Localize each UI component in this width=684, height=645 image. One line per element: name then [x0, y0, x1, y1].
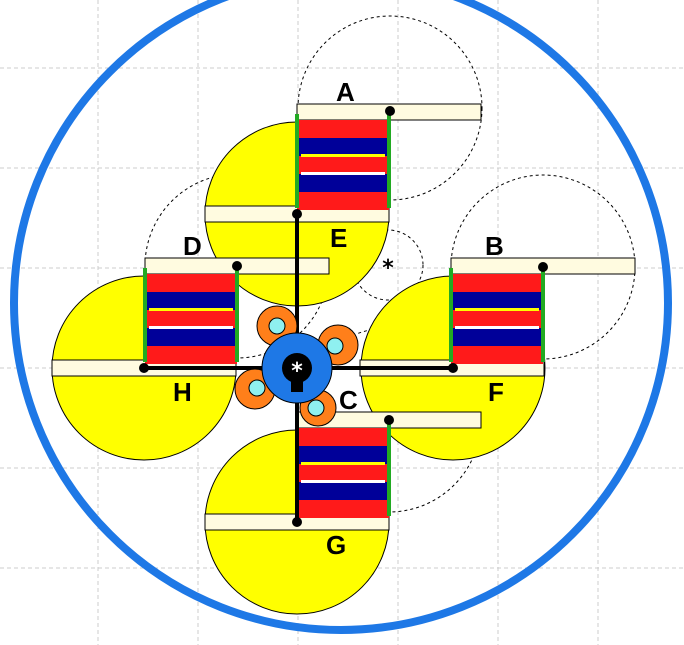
- block-stack-a: [295, 114, 391, 210]
- block-b-separator-2: [455, 326, 539, 329]
- block-b-stripe-2: [451, 292, 543, 310]
- block-d-stripe-4: [145, 328, 237, 346]
- block-b-left-rail: [449, 268, 453, 362]
- roller-upper-left-core: [268, 317, 286, 335]
- pivot-dot-g: [292, 517, 302, 527]
- block-c-stripe-5: [297, 500, 389, 518]
- block-b-right-rail: [541, 268, 545, 362]
- pivot-dot-a: [385, 106, 395, 116]
- block-a-right-rail: [387, 114, 391, 208]
- label-e: E: [330, 223, 347, 253]
- block-d-stripe-2: [145, 292, 237, 310]
- label-b: B: [485, 231, 504, 261]
- pivot-dot-c: [384, 415, 394, 425]
- block-a-left-rail: [295, 114, 299, 208]
- pivot-dot-b: [538, 262, 548, 272]
- block-a-stripe-3: [297, 156, 389, 174]
- block-b-stripe-5: [451, 346, 543, 364]
- label-c: C: [339, 385, 358, 415]
- block-c-stripe-4: [297, 482, 389, 500]
- block-d-left-rail: [143, 268, 147, 362]
- block-a-separator: [301, 154, 385, 157]
- block-stack-c: [295, 422, 391, 518]
- striped-blocks: [143, 114, 545, 518]
- block-a-stripe-5: [297, 192, 389, 210]
- label-g: G: [326, 530, 346, 560]
- pivot-dot-f: [448, 363, 458, 373]
- block-a-stripe-1: [297, 120, 389, 138]
- block-d-separator: [149, 308, 233, 311]
- block-b-stripe-1: [451, 274, 543, 292]
- block-d-stripe-5: [145, 346, 237, 364]
- pivot-dot-e: [292, 209, 302, 219]
- label-d: D: [183, 231, 202, 261]
- block-d-separator-2: [149, 326, 233, 329]
- pivot-dot-h: [139, 363, 149, 373]
- block-stack-b: [449, 268, 545, 364]
- block-a-separator-2: [301, 172, 385, 175]
- block-d-right-rail: [235, 268, 239, 362]
- roller-upper-right-core: [326, 337, 344, 355]
- block-c-stripe-3: [297, 464, 389, 482]
- label-a: A: [336, 77, 355, 107]
- block-b-stripe-4: [451, 328, 543, 346]
- center-pivot-mark: *: [291, 359, 303, 384]
- block-c-right-rail: [387, 422, 391, 516]
- block-c-stripe-2: [297, 446, 389, 464]
- block-c-stripe-1: [297, 428, 389, 446]
- block-a-stripe-4: [297, 174, 389, 192]
- label-h: H: [173, 377, 192, 407]
- label-f: F: [488, 377, 504, 407]
- block-b-separator: [455, 308, 539, 311]
- block-stack-d: [143, 268, 239, 364]
- pivot-dots: [139, 106, 548, 527]
- roller-lower-right-core: [307, 399, 325, 417]
- block-c-separator-2: [301, 480, 385, 483]
- offset-pivot-mark: *: [382, 256, 394, 281]
- block-d-stripe-1: [145, 274, 237, 292]
- block-b-stripe-3: [451, 310, 543, 328]
- outer-ring: [10, 0, 672, 634]
- pivot-dot-d: [232, 261, 242, 271]
- block-c-separator: [301, 462, 385, 465]
- roller-lower-left-core: [248, 379, 266, 397]
- central-hub-stem: [291, 368, 303, 392]
- block-d-stripe-3: [145, 310, 237, 328]
- block-a-stripe-2: [297, 138, 389, 156]
